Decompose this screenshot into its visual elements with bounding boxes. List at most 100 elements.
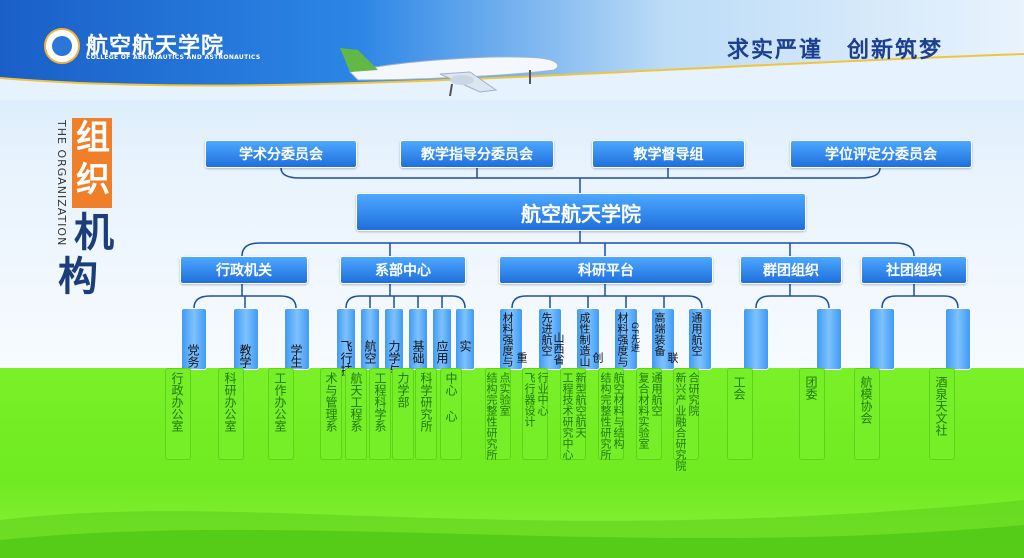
- leaf-label: 通用航空: [690, 312, 703, 356]
- leaf-label: 通用航空: [650, 372, 663, 416]
- school-name: 航空航天学院: [86, 34, 225, 59]
- leaf-label: 工作办公室: [273, 372, 287, 432]
- title-char: 织: [76, 160, 110, 200]
- leaf-label: 航空材料与结构: [612, 372, 625, 449]
- leaf-label: 心: [444, 410, 458, 422]
- leaf-box: [727, 368, 753, 460]
- leaf-label: 科研办公室: [223, 372, 237, 432]
- leaf-label: 重: [515, 352, 528, 363]
- leaf-box: [576, 308, 600, 370]
- leaf-label: 中心: [444, 372, 458, 396]
- leaf-label: 航模协会: [859, 376, 873, 424]
- leaf-box: [485, 368, 511, 460]
- leaf-label: 应用: [435, 340, 449, 364]
- leaf-label: 团委: [804, 376, 818, 400]
- leaf-box: [181, 308, 207, 370]
- leaf-box: [369, 368, 391, 460]
- leaf-box: [268, 368, 294, 460]
- leaf-box: [673, 368, 699, 460]
- leaf-box: [165, 368, 191, 460]
- leaf-box: [392, 368, 414, 460]
- leaf-box: [455, 308, 475, 370]
- airplane-icon: [340, 48, 559, 97]
- college-logo: [44, 28, 80, 64]
- leaf-box: [636, 368, 662, 460]
- title-en: THE ORGANIZATION: [55, 120, 68, 247]
- leaf-box: [233, 308, 259, 370]
- leaf-box: [816, 308, 842, 370]
- committee-teaching-supervision: 教学督导组: [592, 140, 745, 168]
- committee-degree: 学位评定分委员会: [790, 140, 972, 168]
- leaf-label: 实: [458, 340, 472, 352]
- leaf-label: 结构完整性研究所: [599, 372, 612, 460]
- category-admin: 行政机关: [180, 256, 308, 284]
- title-highlight: [72, 118, 112, 208]
- leaf-label: 行业中心: [536, 372, 549, 416]
- leaf-box: [440, 368, 462, 460]
- leaf-label: 飞行器设计: [523, 372, 536, 427]
- category-clubs: 社团组织: [861, 256, 967, 284]
- root-node: 航空航天学院: [356, 193, 806, 231]
- leaf-box: [743, 308, 769, 370]
- leaf-label: 新型航空航天: [574, 372, 587, 438]
- leaf-box: [522, 368, 548, 460]
- title-char: 机: [74, 209, 114, 256]
- leaf-label: 材料强度与: [616, 312, 629, 367]
- leaf-label: 新兴产业融合研究院: [674, 372, 687, 471]
- title-char: 构: [58, 253, 98, 300]
- leaf-label: 高端装备: [653, 312, 666, 356]
- leaf-label: 合研究院: [687, 372, 700, 416]
- leaf-box: [854, 368, 880, 460]
- logo-emblem-icon: [52, 36, 72, 56]
- leaf-label: 材料强度与: [501, 312, 514, 367]
- leaf-box: [499, 308, 523, 370]
- leaf-label: 科学研究所: [419, 372, 433, 432]
- leaf-label: GF先进: [629, 322, 639, 353]
- leaf-label: 复合材料实验室: [637, 372, 650, 449]
- leaf-label: 飞行技: [339, 340, 353, 376]
- leaf-box: [929, 368, 955, 460]
- leaf-box: [945, 308, 971, 370]
- title-char: 组: [76, 118, 110, 158]
- leaf-label: 党务: [186, 344, 200, 368]
- leaf-label: 工程技术研究中心: [561, 372, 574, 460]
- leaf-box: [688, 308, 712, 370]
- leaf-label: 基础: [411, 340, 425, 364]
- leaf-box: [538, 308, 562, 370]
- leaf-label: 酒泉天文社: [934, 376, 948, 436]
- leaf-label: 成性制造山: [578, 312, 591, 367]
- leaf-box: [345, 368, 367, 460]
- committee-teaching-guidance: 教学指导分委员会: [400, 140, 554, 168]
- leaf-box: [284, 308, 310, 370]
- school-name-en: COLLEGE OF AERONAUTICS AND ASTRONAUTICS: [86, 54, 261, 61]
- leaf-label: 力学与: [387, 340, 401, 376]
- leaf-label: 先进航空: [540, 312, 553, 356]
- leaf-label: 力学部: [396, 372, 410, 408]
- leaf-box: [598, 368, 624, 460]
- bottom-wave: [0, 500, 1024, 558]
- leaf-label: 工会: [732, 376, 746, 400]
- leaf-box: [218, 368, 244, 460]
- leaf-label: 行政办公室: [170, 372, 184, 432]
- category-research: 科研平台: [499, 256, 713, 284]
- leaf-label: 结构完整性研究所: [485, 372, 498, 460]
- leaf-box: [415, 368, 437, 460]
- leaf-label: 学生: [289, 344, 303, 368]
- leaf-label: 工程科学系: [373, 372, 387, 432]
- leaf-box: [560, 368, 586, 460]
- leaf-label: 航空: [363, 340, 377, 364]
- leaf-label: 教学: [238, 344, 252, 368]
- leaf-box: [320, 368, 342, 460]
- leaf-label: 术与管理系: [324, 372, 338, 432]
- leaf-box: [869, 308, 895, 370]
- leaf-label: 联: [666, 352, 679, 363]
- leaf-box: [614, 308, 638, 370]
- leaf-label: 航天工程系: [349, 372, 363, 432]
- category-dept: 系部中心: [340, 256, 466, 284]
- committee-academic: 学术分委员会: [205, 140, 357, 168]
- leaf-label: 山西省: [552, 332, 565, 365]
- leaf-box: [651, 308, 675, 370]
- leaf-box: [799, 368, 825, 460]
